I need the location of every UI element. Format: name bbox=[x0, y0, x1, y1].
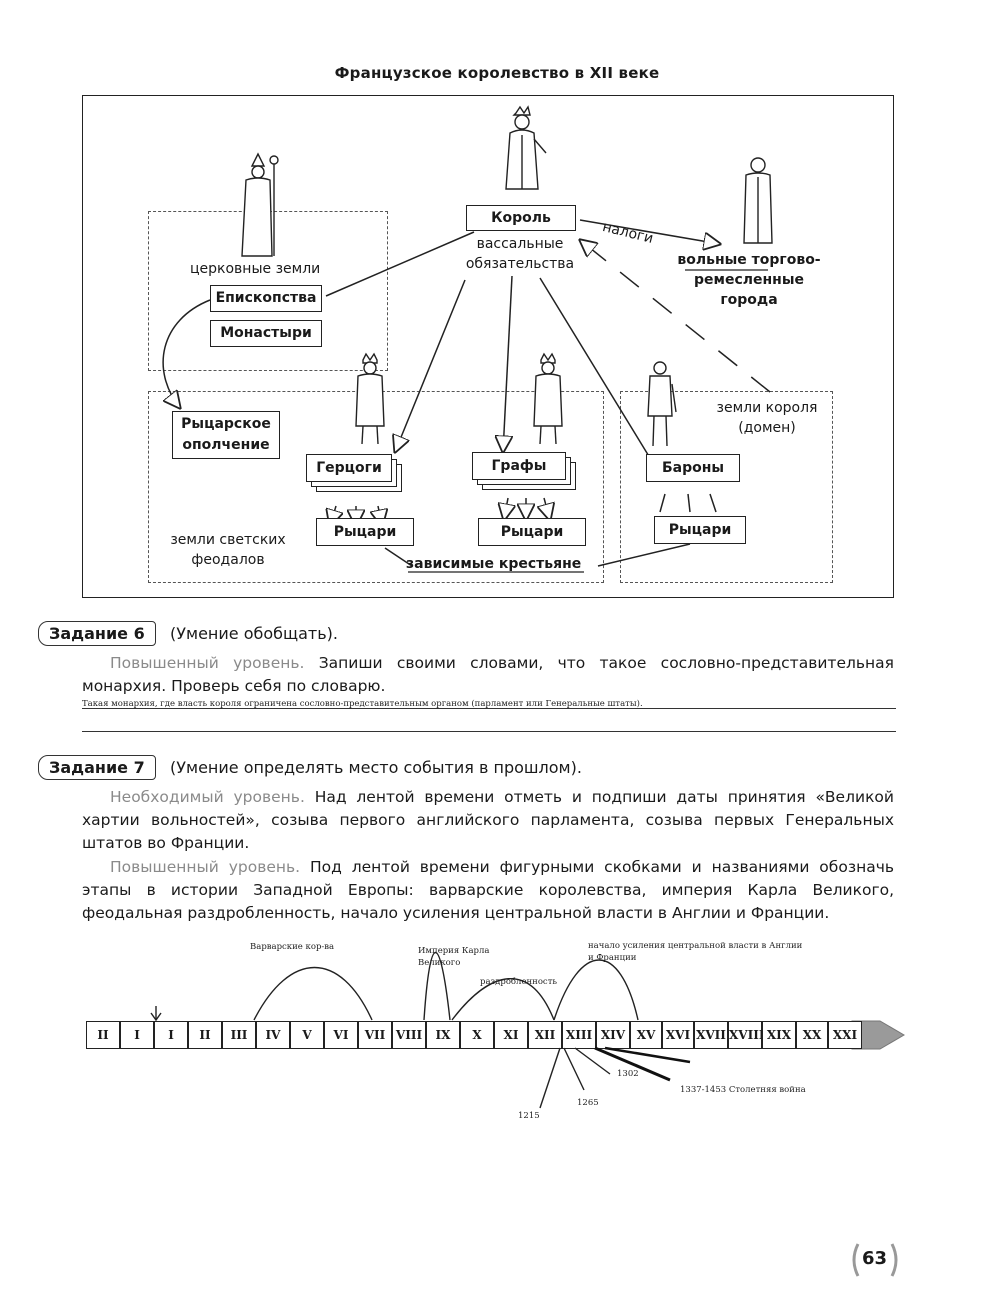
counts-box: Графы bbox=[472, 452, 566, 480]
knights-box-dukes: Рыцари bbox=[316, 518, 414, 546]
century-cell: VIII bbox=[392, 1021, 426, 1049]
task6-question: Запиши своими словами, что такое сословн… bbox=[82, 654, 894, 695]
answer-line-2 bbox=[82, 731, 896, 732]
dukes-box: Герцоги bbox=[306, 454, 392, 482]
task6-level: Повышенный уровень. bbox=[110, 654, 305, 672]
page-number-badge bbox=[852, 1243, 898, 1277]
task6-label: Задание 6 bbox=[38, 621, 156, 646]
hundred-years-war: 1337-1453 Столетняя война bbox=[680, 1085, 806, 1095]
timeline-annotations bbox=[150, 951, 691, 1109]
free-cities-label: вольные торгово-ремесленные города bbox=[677, 252, 821, 308]
task6-answer: Такая монархия, где власть короля ограни… bbox=[82, 699, 643, 709]
label-central-2: и Франции bbox=[588, 953, 637, 963]
count-figure bbox=[533, 352, 563, 445]
knights-box-barons: Рыцари bbox=[654, 516, 746, 544]
century-cell: XII bbox=[528, 1021, 562, 1049]
century-cell: XI bbox=[494, 1021, 528, 1049]
vassal-obligations-label: вассальные обязательства bbox=[465, 236, 575, 272]
task6-skill: (Умение обобщать). bbox=[170, 624, 338, 643]
century-cell: II bbox=[188, 1021, 222, 1049]
century-cell: XV bbox=[630, 1021, 662, 1049]
king-box: Король bbox=[466, 205, 576, 231]
century-cell: I bbox=[154, 1021, 188, 1049]
page-number: 63 bbox=[862, 1248, 888, 1269]
royal-lands-label: земли короля (домен) bbox=[716, 400, 818, 436]
century-cell: XVI bbox=[662, 1021, 694, 1049]
century-cell: VI bbox=[324, 1021, 358, 1049]
answer-line-1 bbox=[82, 708, 896, 709]
century-cell: VII bbox=[358, 1021, 392, 1049]
century-cell: XIX bbox=[762, 1021, 796, 1049]
bishop-figure bbox=[241, 152, 279, 257]
duke-figure bbox=[355, 352, 385, 445]
century-cell: XXI bbox=[828, 1021, 862, 1049]
task7-question2: Под лентой времени фигурными скобками и … bbox=[82, 858, 894, 922]
task7-skill: (Умение определять место события в прошл… bbox=[170, 758, 582, 777]
label-fragmentation: раздробленность bbox=[480, 977, 558, 987]
royal-lands-region bbox=[620, 391, 833, 583]
knights-box-counts: Рыцари bbox=[478, 518, 586, 546]
label-empire-2: Великого bbox=[418, 958, 461, 968]
task7-text1: Необходимый уровень. Над лентой времени … bbox=[82, 786, 894, 855]
century-cell: IV bbox=[256, 1021, 290, 1049]
century-cell: IX bbox=[426, 1021, 460, 1049]
task7-level1: Необходимый уровень. bbox=[110, 788, 305, 806]
monasteries-box: Монастыри bbox=[210, 320, 322, 347]
century-cell: XVIII bbox=[728, 1021, 764, 1049]
knight-militia-box: Рыцарское ополчение bbox=[172, 411, 280, 459]
century-cell: XIII bbox=[562, 1021, 596, 1049]
label-empire-1: Империя Карла bbox=[418, 946, 490, 956]
label-central-1: начало усиления центральной власти в Анг… bbox=[588, 941, 803, 951]
secular-lands-label: земли светских феодалов bbox=[170, 532, 286, 568]
century-cell: XVII bbox=[694, 1021, 728, 1049]
date-1265: 1265 bbox=[577, 1098, 599, 1108]
task7-question1: Над лентой времени отметь и подпиши даты… bbox=[82, 788, 894, 852]
dependent-peasants-label: зависимые крестьяне bbox=[406, 556, 582, 572]
barons-box: Бароны bbox=[646, 454, 740, 482]
century-cell: II bbox=[86, 1021, 120, 1049]
baron-figure bbox=[647, 361, 677, 447]
date-1215: 1215 bbox=[518, 1111, 540, 1121]
church-lands-label: церковные земли bbox=[190, 261, 321, 277]
century-cell: I bbox=[120, 1021, 154, 1049]
label-barbarian: Варварские кор-ва bbox=[250, 942, 335, 952]
task7-level2: Повышенный уровень. bbox=[110, 858, 301, 876]
century-cell: X bbox=[460, 1021, 494, 1049]
diagram-frame bbox=[82, 95, 894, 598]
date-1302: 1302 bbox=[617, 1069, 639, 1079]
king-figure bbox=[505, 105, 547, 190]
century-cell: XX bbox=[796, 1021, 828, 1049]
century-cell: III bbox=[222, 1021, 256, 1049]
diagram-title: Французское королевство в XII веке bbox=[334, 64, 660, 82]
task7-text2: Повышенный уровень. Под лентой времени ф… bbox=[82, 856, 894, 925]
bishoprics-box: Епископства bbox=[210, 285, 322, 312]
task6-text: Повышенный уровень. Запиши своими словам… bbox=[82, 652, 894, 698]
townsman-figure bbox=[743, 157, 773, 244]
century-cell: V bbox=[290, 1021, 324, 1049]
task7-label: Задание 7 bbox=[38, 755, 156, 780]
